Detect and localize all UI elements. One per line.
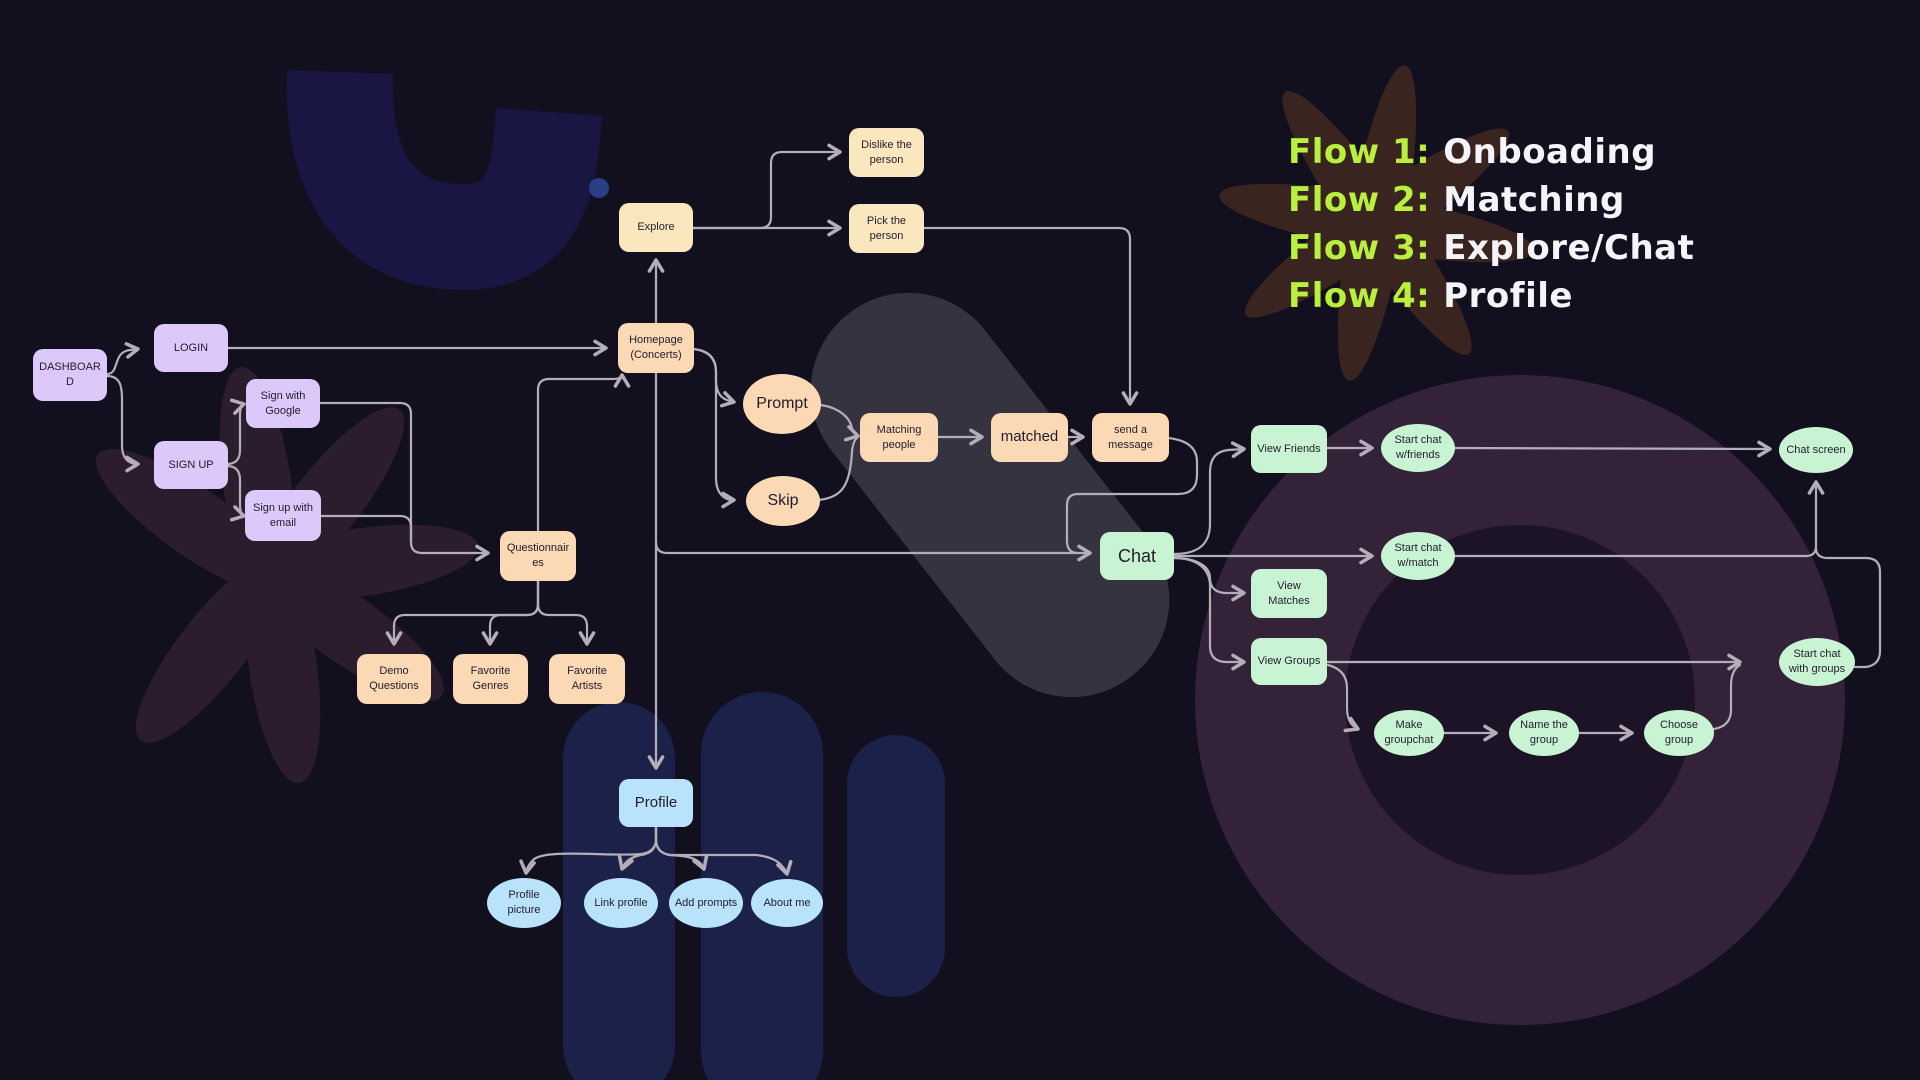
node-make-groupchat[interactable]: Make groupchat [1374, 710, 1444, 756]
node-profile-picture[interactable]: Profile picture [487, 878, 561, 928]
node-start-chat-w-friends[interactable]: Start chat w/friends [1381, 424, 1455, 472]
node-questionnaires[interactable]: Questionnaires [500, 531, 576, 581]
legend-flow-name: Matching [1443, 180, 1625, 220]
node-demo-questions[interactable]: Demo Questions [357, 654, 431, 704]
node-explore[interactable]: Explore [619, 203, 693, 252]
node-label: Demo Questions [369, 665, 419, 692]
node-view-groups[interactable]: View Groups [1251, 638, 1327, 685]
node-dashboard[interactable]: DASHBOARD [33, 349, 107, 401]
ring-hole [1344, 524, 1696, 876]
node-label: Matching people [876, 423, 922, 451]
asterisk-shape [1219, 65, 1535, 381]
legend-flow-name: Profile [1443, 276, 1573, 316]
node-label: Prompt [756, 395, 808, 413]
node-label: View Groups [1257, 655, 1321, 668]
node-pick-the-person[interactable]: Pick the person [849, 204, 924, 253]
node-view-matches[interactable]: View Matches [1251, 569, 1327, 618]
node-profile[interactable]: Profile [619, 779, 693, 827]
node-label: send a message [1108, 423, 1153, 451]
legend-flow-number: Flow 3: [1288, 228, 1431, 268]
node-label: Favorite Artists [567, 665, 607, 692]
node-label: About me [763, 896, 811, 909]
legend-flow-name: Explore/Chat [1443, 228, 1695, 268]
node-label: Link profile [594, 896, 648, 909]
node-matched[interactable]: matched [991, 413, 1068, 462]
node-label: Homepage (Concerts) [629, 334, 683, 361]
node-dislike-the-person[interactable]: Dislike the person [849, 128, 924, 177]
node-label: Choose group [1660, 719, 1698, 746]
node-chat-screen[interactable]: Chat screen [1779, 427, 1853, 473]
node-label: Start chat with groups [1788, 648, 1846, 675]
node-homepage-concerts[interactable]: Homepage (Concerts) [618, 323, 694, 373]
node-add-prompts[interactable]: Add prompts [669, 878, 743, 928]
node-label: View Matches [1268, 579, 1310, 607]
node-link-profile[interactable]: Link profile [584, 878, 658, 928]
node-label: Add prompts [674, 896, 738, 909]
legend-flow-name: Onboading [1443, 132, 1657, 172]
node-label: Skip [767, 492, 799, 510]
node-label: Dislike the person [861, 138, 912, 166]
blue-dot [589, 178, 609, 198]
node-label: Profile [634, 793, 678, 811]
legend-flow-number: Flow 4: [1288, 276, 1431, 316]
legend-flow-number: Flow 1: [1288, 132, 1431, 172]
node-send-a-message[interactable]: send a message [1092, 413, 1169, 462]
node-sign-up[interactable]: SIGN UP [154, 441, 228, 489]
u-shape [286, 70, 602, 290]
legend-row-flow-1: Flow 1: Onboading [1288, 128, 1694, 176]
node-label: LOGIN [173, 341, 209, 354]
node-name-the-group[interactable]: Name the group [1509, 710, 1579, 756]
node-label: Make groupchat [1384, 719, 1434, 746]
node-label: matched [1000, 428, 1059, 446]
node-login[interactable]: LOGIN [154, 324, 228, 372]
node-matching-people[interactable]: Matching people [860, 413, 938, 462]
node-prompt[interactable]: Prompt [743, 374, 821, 434]
node-label: Chat [1117, 545, 1157, 566]
node-skip[interactable]: Skip [746, 476, 820, 526]
flow-legend[interactable]: Flow 1: Onboading Flow 2: Matching Flow … [1288, 128, 1694, 320]
node-start-chat-with-groups[interactable]: Start chat with groups [1779, 638, 1855, 686]
node-start-chat-w-match[interactable]: Start chat w/match [1381, 532, 1455, 580]
node-about-me[interactable]: About me [751, 879, 823, 927]
legend-row-flow-2: Flow 2: Matching [1288, 176, 1694, 224]
node-label: Questionnaires [506, 542, 570, 569]
node-favorite-genres[interactable]: Favorite Genres [453, 654, 528, 704]
legend-row-flow-4: Flow 4: Profile [1288, 272, 1694, 320]
node-choose-group[interactable]: Choose group [1644, 710, 1714, 756]
node-favorite-artists[interactable]: Favorite Artists [549, 654, 625, 704]
node-label: Sign with Google [260, 389, 306, 417]
node-label: SIGN UP [168, 458, 214, 471]
node-view-friends[interactable]: View Friends [1251, 425, 1327, 473]
node-label: Start chat w/friends [1394, 434, 1442, 461]
capsule-shape [810, 292, 1170, 698]
node-sign-up-with-email[interactable]: Sign up with email [245, 490, 321, 541]
legend-row-flow-3: Flow 3: Explore/Chat [1288, 224, 1694, 272]
node-label: Favorite Genres [470, 665, 511, 692]
node-label: Sign up with email [253, 501, 313, 529]
node-label: Start chat w/match [1394, 542, 1442, 569]
node-chat[interactable]: Chat [1100, 532, 1174, 580]
node-label: Explore [637, 221, 675, 234]
node-label: View Friends [1257, 442, 1321, 455]
node-label: Pick the person [866, 214, 907, 242]
ring-shape [1195, 375, 1845, 1025]
node-label: Profile picture [507, 889, 541, 916]
node-sign-with-google[interactable]: Sign with Google [246, 379, 320, 428]
legend-flow-number: Flow 2: [1288, 180, 1431, 220]
node-label: Name the group [1520, 719, 1568, 746]
node-label: Chat screen [1786, 443, 1846, 456]
node-label: DASHBOARD [39, 361, 101, 388]
